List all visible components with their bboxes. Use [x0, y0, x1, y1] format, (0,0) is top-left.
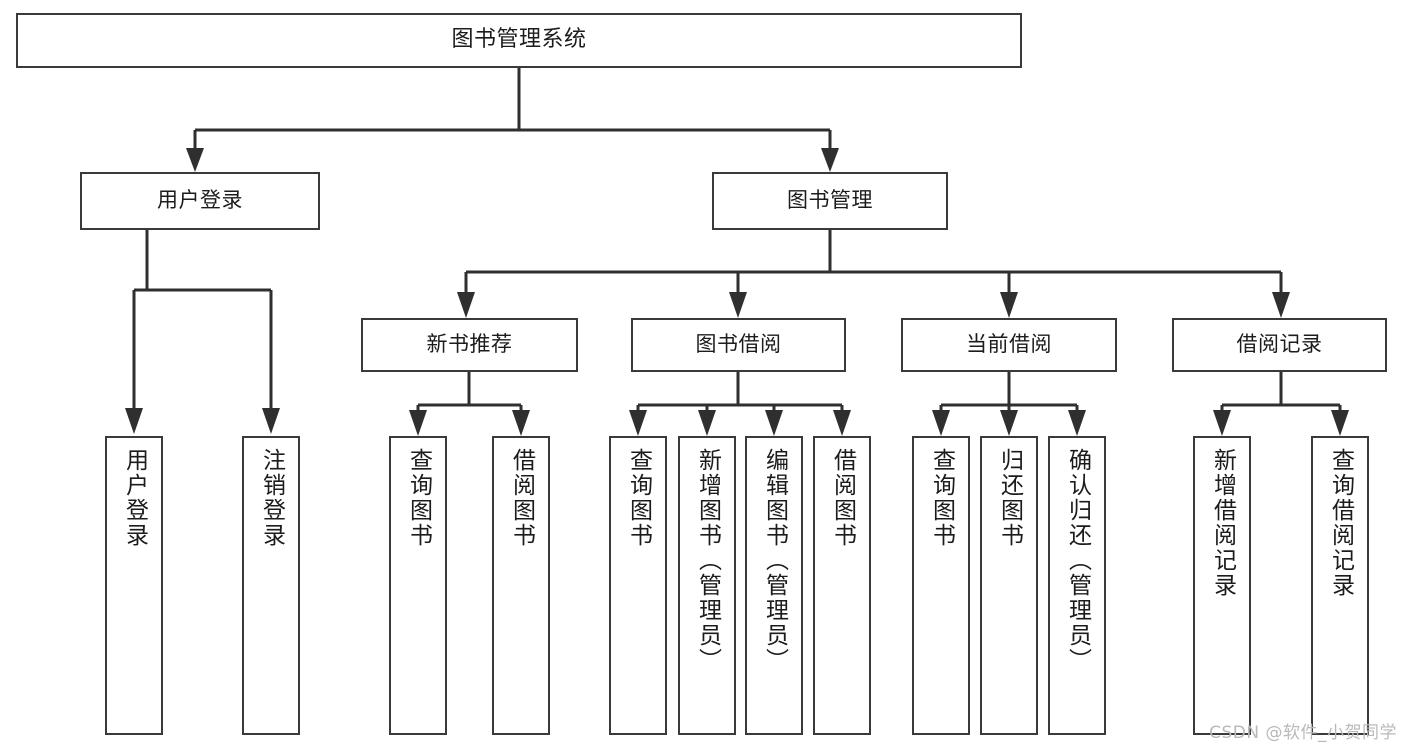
node-label: 新增图书（管理员）: [694, 448, 721, 673]
leaf-current-borrow-return[interactable]: 归还图书: [980, 436, 1038, 735]
leaf-borrow-record-add[interactable]: 新增借阅记录: [1193, 436, 1251, 735]
node-label: 确认归还（管理员）: [1064, 448, 1091, 673]
leaf-borrow-record-query[interactable]: 查询借阅记录: [1311, 436, 1369, 735]
node-label: 新增借阅记录: [1209, 448, 1236, 598]
node-label: 查询图书: [405, 448, 432, 548]
leaf-user-login-logout[interactable]: 注销登录: [242, 436, 300, 735]
node-label: 新书推荐: [426, 332, 513, 357]
node-borrow-record[interactable]: 借阅记录: [1172, 318, 1387, 372]
node-label: 编辑图书（管理员）: [761, 448, 788, 673]
node-root-system[interactable]: 图书管理系统: [16, 13, 1022, 68]
node-label: 借阅图书: [829, 448, 856, 548]
node-label: 借阅图书: [508, 448, 535, 548]
node-label: 借阅记录: [1236, 332, 1323, 357]
node-label: 查询借阅记录: [1327, 448, 1354, 598]
node-label: 图书管理系统: [451, 27, 587, 53]
node-user-login[interactable]: 用户登录: [80, 172, 320, 230]
leaf-book-borrow-query[interactable]: 查询图书: [609, 436, 667, 735]
leaf-current-borrow-confirm-return[interactable]: 确认归还（管理员）: [1048, 436, 1106, 735]
node-label: 当前借阅: [966, 332, 1052, 357]
leaf-book-borrow-borrow[interactable]: 借阅图书: [813, 436, 871, 735]
node-label: 图书管理: [787, 188, 873, 213]
node-label: 查询图书: [625, 448, 652, 548]
node-label: 注销登录: [258, 448, 285, 548]
node-label: 归还图书: [996, 448, 1023, 548]
node-label: 用户登录: [157, 188, 243, 213]
leaf-new-book-query[interactable]: 查询图书: [389, 436, 447, 735]
leaf-current-borrow-query[interactable]: 查询图书: [912, 436, 970, 735]
node-label: 查询图书: [928, 448, 955, 548]
leaf-book-borrow-add[interactable]: 新增图书（管理员）: [678, 436, 736, 735]
node-new-book-recommend[interactable]: 新书推荐: [361, 318, 578, 372]
csdn-watermark: CSDN @软件_小贺同学: [1209, 723, 1397, 743]
node-label: 用户登录: [121, 448, 148, 548]
leaf-user-login-login[interactable]: 用户登录: [105, 436, 163, 735]
node-book-management[interactable]: 图书管理: [712, 172, 948, 230]
node-label: 图书借阅: [695, 332, 782, 357]
node-book-borrow[interactable]: 图书借阅: [631, 318, 846, 372]
leaf-book-borrow-edit[interactable]: 编辑图书（管理员）: [745, 436, 803, 735]
node-current-borrow[interactable]: 当前借阅: [901, 318, 1117, 372]
leaf-new-book-borrow[interactable]: 借阅图书: [492, 436, 550, 735]
